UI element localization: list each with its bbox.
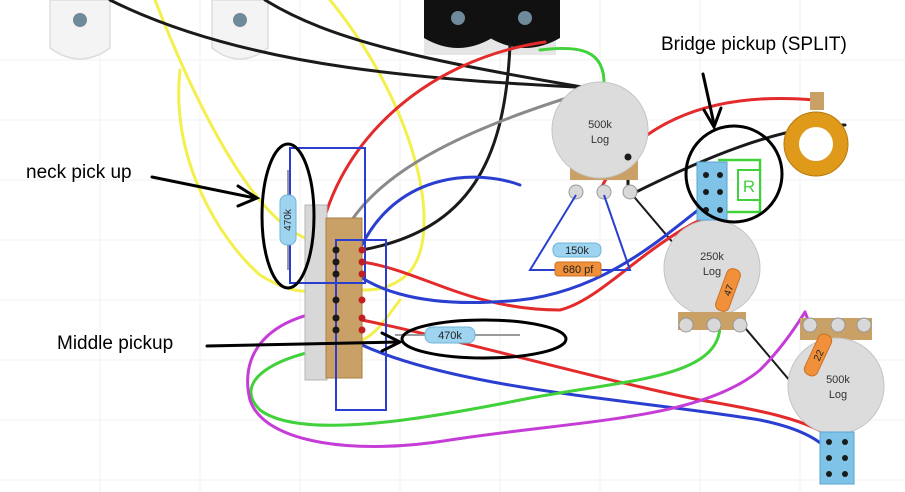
middle-annotation-arrow	[205, 340, 400, 348]
cap-tone-two-label: 22	[812, 348, 827, 363]
pot-tone-one: 250k Log 47	[663, 219, 761, 333]
wire-red-main	[360, 218, 702, 312]
bridge-pickup-body	[424, 0, 560, 55]
wire-green	[249, 323, 722, 427]
wire-blue-main	[330, 203, 707, 304]
middle-annotation-label: Middle pickup	[57, 333, 173, 354]
bridge-arrow-head	[702, 106, 723, 131]
output-jack	[783, 92, 849, 177]
wire-blue-bottom	[360, 343, 832, 454]
neck-annotation-arrow	[150, 175, 257, 200]
bridge-annotation-label: Bridge pickup (SPLIT)	[661, 34, 847, 55]
cap-tone-one-label: 47	[722, 283, 736, 298]
pot-volume-taper: Log	[591, 134, 609, 146]
pickup-selector-switch	[289, 147, 387, 411]
pot-tone-one-value: 250k	[700, 251, 724, 263]
resistor-neck-label: 470k	[283, 208, 294, 231]
neck-annotation-ellipse	[260, 142, 316, 290]
bridge-annotation-ellipse	[684, 124, 784, 224]
middle-arrow-head	[380, 331, 404, 353]
resistor-middle-bleed: 470k	[395, 326, 520, 344]
pot-volume: 500k Log	[551, 81, 649, 200]
wire-magenta	[246, 308, 807, 448]
pot-volume-value: 500k	[588, 119, 612, 131]
resistor-neck-bleed: 470k	[279, 170, 297, 270]
neck-pickup-body	[49, 0, 111, 60]
treble-bleed-network: 150k 680 pf	[528, 194, 632, 277]
resistor-middle-label: 470k	[438, 330, 462, 342]
wire-black-neck	[108, 0, 597, 90]
bridge-split-module: R	[696, 158, 762, 221]
pot-tone-two: 500k Log 22	[787, 317, 885, 435]
pot-tone-two-taper: Log	[829, 389, 847, 401]
wire-black-middle	[263, 0, 602, 92]
wire-green-top	[538, 46, 606, 87]
bridge-annotation-arrow	[701, 72, 716, 126]
terminal-block	[819, 431, 855, 485]
wire-blue-loop	[360, 175, 522, 247]
neck-arrow-head	[236, 184, 261, 208]
pot-tone-two-value: 500k	[826, 374, 850, 386]
resistor-treble-label: 150k	[565, 245, 589, 257]
middle-annotation-ellipse	[400, 318, 568, 360]
wire-black-bridge	[360, 43, 512, 252]
switch-glyph: R	[743, 177, 755, 196]
cap-treble-label: 680 pf	[563, 264, 595, 276]
neck-annotation-label: neck pick up	[26, 162, 132, 183]
wire-yellow-middle-2	[360, 298, 402, 342]
pot-tone-one-taper: Log	[703, 266, 721, 278]
